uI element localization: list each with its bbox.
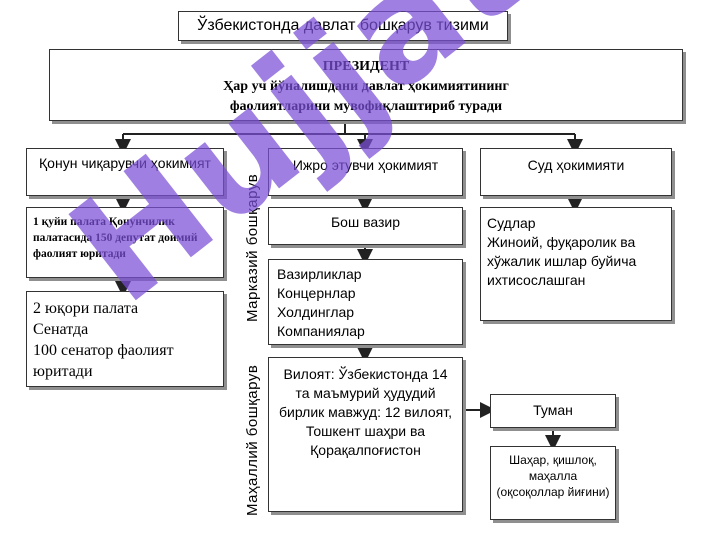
upper-chamber-line2: Сенатда [33, 321, 89, 338]
legislative-branch-box: Қонун чиқарувчи ҳокимият [26, 148, 224, 196]
executive-body-item: Вазирликлар [277, 266, 362, 282]
regions-box: Вилоят: Ўзбекистонда 14 та маъмурий ҳуду… [268, 357, 463, 512]
upper-chamber-line1: 2 юқори палата [33, 300, 139, 317]
upper-chamber-box: 2 юқори палата Сенатда 100 сенатор фаоли… [26, 291, 224, 387]
local-management-label: Маҳаллий бошқарув [244, 364, 261, 516]
executive-body-item: Холдинглар [277, 304, 355, 320]
lower-chamber-box: 1 қуйи палата Қонунчилик палатасида 150 … [26, 207, 224, 278]
courts-line2: Жиноий, фуқаролик ва хўжалик ишлар буйич… [487, 234, 637, 288]
diagram-title: Ўзбекистонда давлат бошқарув тизими [178, 11, 508, 41]
prime-minister-label: Бош вазир [330, 214, 401, 230]
courts-box: Судлар Жиноий, фуқаролик ва хўжалик ишла… [480, 207, 672, 321]
regions-text: Вилоят: Ўзбекистонда 14 та маъмурий ҳуду… [279, 366, 453, 458]
judicial-branch-label: Суд ҳокимияти [527, 157, 625, 173]
prime-minister-box: Бош вазир [268, 207, 463, 245]
upper-chamber-line3: 100 сенатор фаолият [33, 342, 174, 359]
local-box: Шаҳар, қишлоқ, маҳалла (оқсоқоллар йиғин… [490, 446, 616, 520]
central-management-label: Марказий бошқарув [244, 173, 261, 322]
executive-body-item: Концернлар [277, 285, 356, 301]
executive-body-item: Компаниялар [277, 323, 365, 339]
legislative-branch-label: Қонун чиқарувчи ҳокимият [39, 155, 211, 171]
local-text: Шаҳар, қишлоқ, маҳалла (оқсоқоллар йиғин… [496, 453, 610, 499]
diagram-title-text: Ўзбекистонда давлат бошқарув тизими [197, 17, 489, 34]
lower-chamber-text: 1 қуйи палата Қонунчилик палатасида 150 … [33, 216, 198, 260]
upper-chamber-line4: юритади [33, 363, 93, 380]
president-line2: фаолиятларини мувофиқлаштириб туради [229, 99, 503, 114]
judicial-branch-box: Суд ҳокимияти [480, 148, 672, 196]
executive-branch-label: Ижро этувчи ҳокимият [292, 157, 439, 173]
district-label: Туман [533, 402, 573, 418]
president-line1: Ҳар уч йўналишдани давлат ҳокимиятининг [223, 79, 509, 94]
executive-bodies-box: Вазирликлар Концернлар Холдинглар Компан… [268, 259, 463, 345]
district-box: Туман [490, 394, 616, 428]
president-box: ПРЕЗИДЕНТ Ҳар уч йўналишдани давлат ҳоки… [49, 49, 683, 121]
courts-line1: Судлар [487, 215, 536, 231]
president-name: ПРЕЗИДЕНТ [322, 59, 410, 74]
executive-branch-box: Ижро этувчи ҳокимият [268, 148, 463, 196]
